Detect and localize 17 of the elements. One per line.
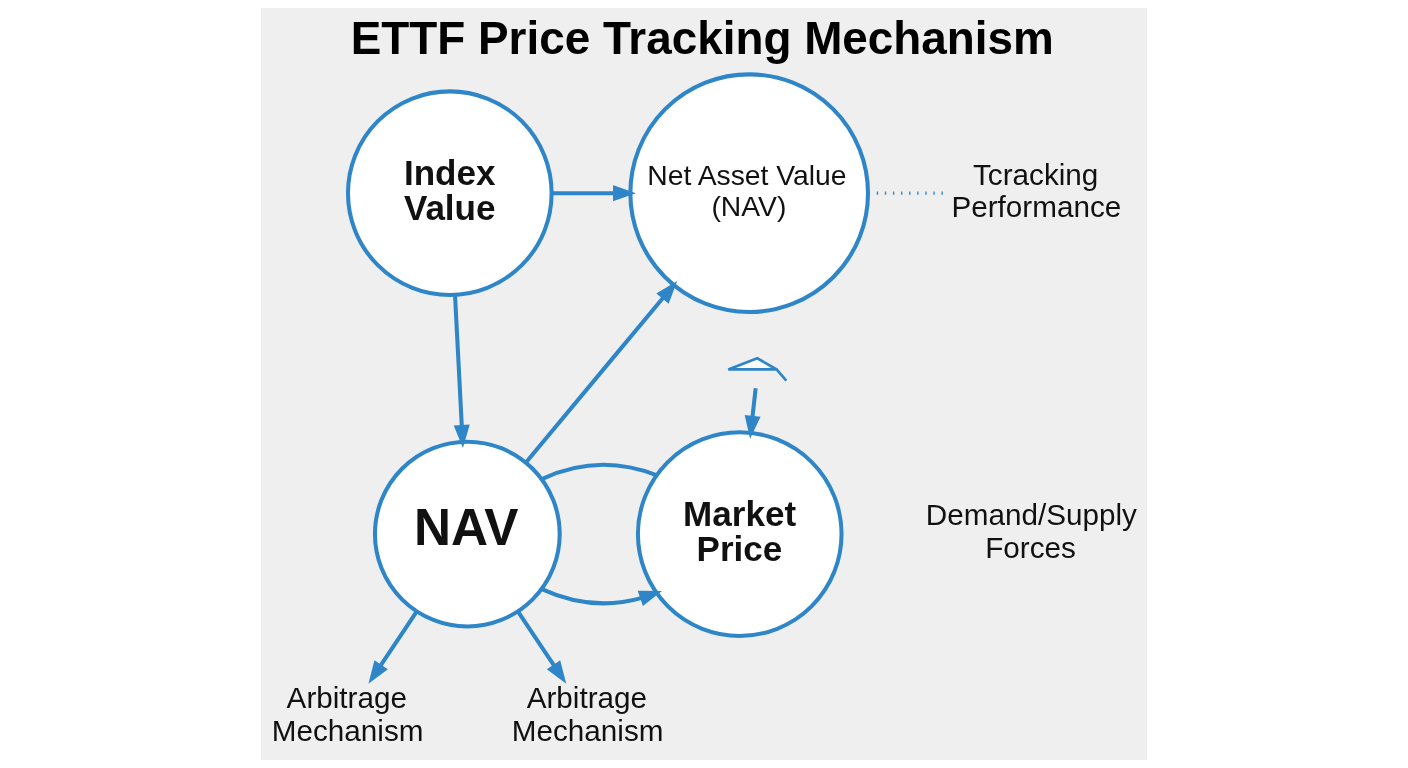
arrow	[541, 587, 663, 607]
node-picture	[726, 356, 788, 383]
node-label: Demand/Supply Forces	[925, 498, 1137, 564]
arrow	[744, 388, 761, 439]
arrow	[552, 185, 636, 202]
arrow	[524, 280, 678, 464]
node-circle: Index Value	[345, 89, 554, 298]
diagram-title: ETTF Price Tracking Mechanism	[350, 12, 1054, 65]
node-text: Tcracking Performance	[951, 157, 1122, 223]
node-circle: NAV	[372, 439, 562, 629]
arrow	[453, 295, 470, 448]
arrow	[368, 610, 419, 684]
arrow	[516, 610, 567, 684]
node-text: Arbitrage Mechanism	[271, 681, 424, 747]
connector	[541, 462, 657, 481]
node-circle: Net Asset Value (NAV)	[628, 72, 871, 315]
node-text: Arbitrage Mechanism	[511, 681, 664, 747]
